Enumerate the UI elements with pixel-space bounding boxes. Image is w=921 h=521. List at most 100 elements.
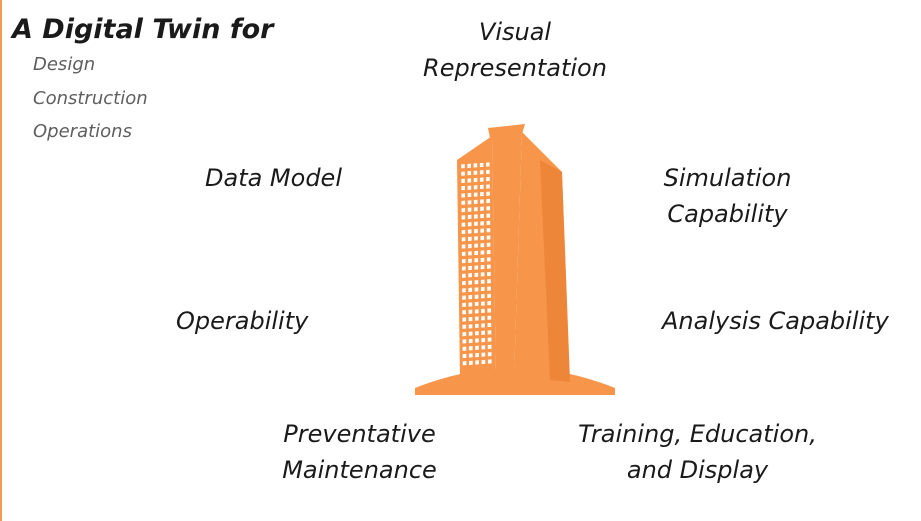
window: [467, 214, 472, 220]
phase-operations: Operations: [33, 121, 132, 142]
window: [468, 280, 473, 285]
window: [461, 215, 466, 220]
window: [473, 163, 478, 168]
window: [468, 251, 472, 256]
window: [475, 331, 479, 336]
window: [467, 192, 472, 198]
aspect-operability: Operability: [176, 307, 309, 335]
window: [480, 235, 485, 241]
building-front-face: [492, 132, 522, 378]
window: [480, 272, 485, 277]
window: [467, 207, 472, 212]
aspect-visual-representation: Visual Representation: [415, 14, 615, 86]
aspect-visual-line1: Visual: [478, 18, 552, 46]
window: [486, 235, 491, 240]
window: [480, 184, 484, 190]
window: [461, 207, 466, 213]
window: [474, 272, 479, 277]
window: [461, 229, 466, 235]
window: [474, 258, 479, 263]
window: [469, 360, 473, 365]
window: [473, 192, 478, 197]
window: [468, 346, 473, 351]
window: [468, 309, 473, 314]
aspect-preventative-line2: Maintenance: [282, 456, 437, 484]
building-left-face: [457, 136, 496, 378]
window: [480, 192, 484, 197]
window: [481, 316, 485, 321]
window: [468, 273, 472, 278]
window: [474, 243, 478, 248]
window: [474, 323, 479, 329]
window: [486, 191, 490, 196]
window: [481, 294, 485, 299]
window: [462, 324, 467, 329]
window: [480, 250, 485, 255]
aspect-simulation-line2: Capability: [667, 200, 788, 228]
window: [473, 199, 478, 205]
window: [481, 308, 485, 314]
window: [473, 177, 478, 183]
window: [481, 359, 486, 365]
window: [474, 265, 479, 270]
window: [486, 228, 491, 233]
window: [462, 273, 466, 278]
window: [479, 170, 484, 175]
window: [487, 330, 492, 335]
window: [462, 310, 466, 315]
window: [474, 221, 478, 226]
window: [462, 317, 467, 322]
window: [467, 222, 472, 227]
aspect-simulation-capability: Simulation Capability: [640, 160, 815, 232]
window: [481, 337, 486, 343]
window: [480, 286, 485, 292]
window: [461, 164, 465, 169]
window: [487, 344, 492, 350]
window: [462, 295, 466, 300]
window: [462, 353, 467, 359]
window: [481, 323, 485, 328]
building-icon: [415, 124, 615, 395]
aspect-simulation-line1: Simulation: [663, 164, 792, 192]
window: [480, 213, 484, 219]
window: [467, 178, 472, 183]
window: [486, 249, 491, 255]
window: [486, 177, 490, 182]
window: [462, 280, 466, 286]
window: [474, 301, 479, 307]
window: [480, 199, 484, 204]
window: [462, 302, 466, 308]
aspect-data-model: Data Model: [205, 164, 342, 192]
window: [487, 286, 491, 291]
window: [487, 271, 491, 277]
window: [480, 279, 485, 284]
window: [474, 236, 478, 241]
window: [481, 330, 486, 335]
window: [461, 193, 466, 198]
window: [487, 337, 492, 342]
window: [461, 186, 465, 191]
window: [486, 184, 490, 189]
window: [461, 200, 466, 205]
window: [486, 213, 491, 218]
window: [468, 353, 473, 358]
window: [487, 315, 492, 320]
window: [487, 279, 491, 284]
window-grid: [461, 162, 492, 366]
window: [475, 338, 479, 343]
window: [479, 177, 484, 182]
window: [473, 170, 478, 175]
aspect-training-line2: and Display: [626, 456, 769, 484]
window: [468, 316, 473, 322]
window: [474, 214, 478, 219]
window: [461, 251, 466, 256]
window: [480, 228, 485, 233]
window: [475, 352, 479, 358]
phase-construction: Construction: [33, 88, 148, 109]
window: [474, 280, 479, 285]
window: [474, 250, 479, 256]
window: [467, 163, 472, 168]
window: [480, 243, 485, 248]
window: [473, 185, 478, 190]
window: [461, 244, 466, 249]
